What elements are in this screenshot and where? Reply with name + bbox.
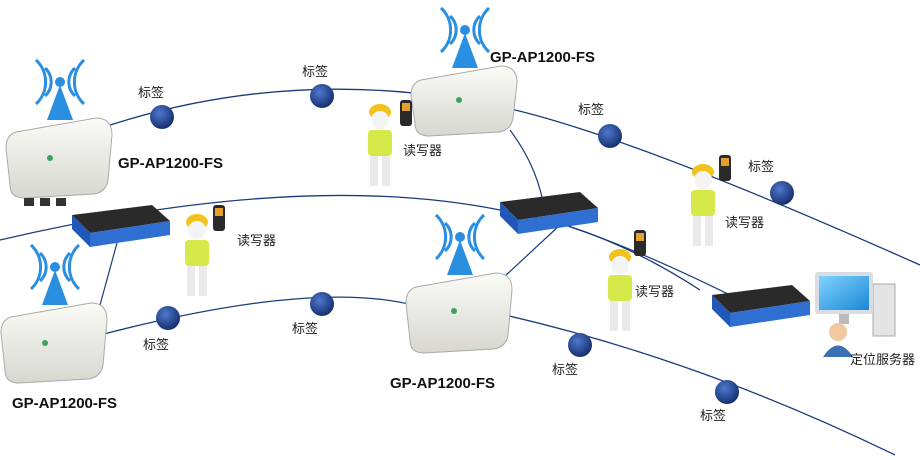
tag-marker <box>598 124 622 148</box>
ap-label: GP-AP1200-FS <box>118 155 223 172</box>
network-switch <box>72 205 170 247</box>
ap-device-icon <box>405 272 513 354</box>
tag-marker <box>150 105 174 129</box>
wifi-icon <box>434 213 486 275</box>
path-line-lower <box>99 296 431 336</box>
tag-label: 标签 <box>578 102 604 118</box>
tag-label: 标签 <box>700 408 726 424</box>
reader-label: 读写器 <box>403 144 442 159</box>
tag-marker <box>770 181 794 205</box>
reader-label: 读写器 <box>635 285 674 300</box>
wifi-icon <box>29 243 81 305</box>
ap-label: GP-AP1200-FS <box>12 395 117 412</box>
handheld-reader-icon <box>213 205 225 231</box>
worker-with-reader <box>368 100 412 186</box>
tag-marker <box>156 306 180 330</box>
handheld-reader-icon <box>400 100 412 126</box>
access-point <box>410 6 518 137</box>
handheld-reader-icon <box>719 155 731 181</box>
tag-label: 标签 <box>292 321 318 337</box>
tag-label: 标签 <box>552 362 578 378</box>
handheld-reader-icon <box>634 230 646 256</box>
tag-label: 标签 <box>143 337 169 353</box>
tag-label: 标签 <box>748 159 774 175</box>
worker-with-reader <box>608 230 646 331</box>
path-line-top <box>94 88 920 266</box>
network-switch <box>712 285 810 327</box>
wifi-icon <box>34 58 86 120</box>
tag-marker <box>310 84 334 108</box>
server-label: 定位服务器 <box>850 352 915 368</box>
network-switch <box>500 192 598 234</box>
ap-device-icon <box>5 117 113 206</box>
worker-with-reader <box>185 205 225 296</box>
reader-label: 读写器 <box>237 234 276 249</box>
tag-label: 标签 <box>302 64 328 80</box>
ap-label: GP-AP1200-FS <box>390 375 495 392</box>
server-icon <box>815 272 896 357</box>
path-line-bottom-right <box>504 314 896 456</box>
tag-marker <box>310 292 334 316</box>
tag-markers <box>150 84 794 404</box>
tag-marker <box>568 333 592 357</box>
tag-marker <box>715 380 739 404</box>
tag-label: 标签 <box>138 85 164 101</box>
wifi-icon <box>439 6 491 68</box>
access-point <box>405 213 513 354</box>
access-point <box>0 243 108 384</box>
access-point <box>5 58 113 206</box>
ap-device-icon <box>410 65 518 137</box>
ap-label: GP-AP1200-FS <box>490 49 595 66</box>
ap-device-icon <box>0 302 108 384</box>
worker-with-reader <box>691 155 731 246</box>
reader-label: 读写器 <box>725 216 764 231</box>
